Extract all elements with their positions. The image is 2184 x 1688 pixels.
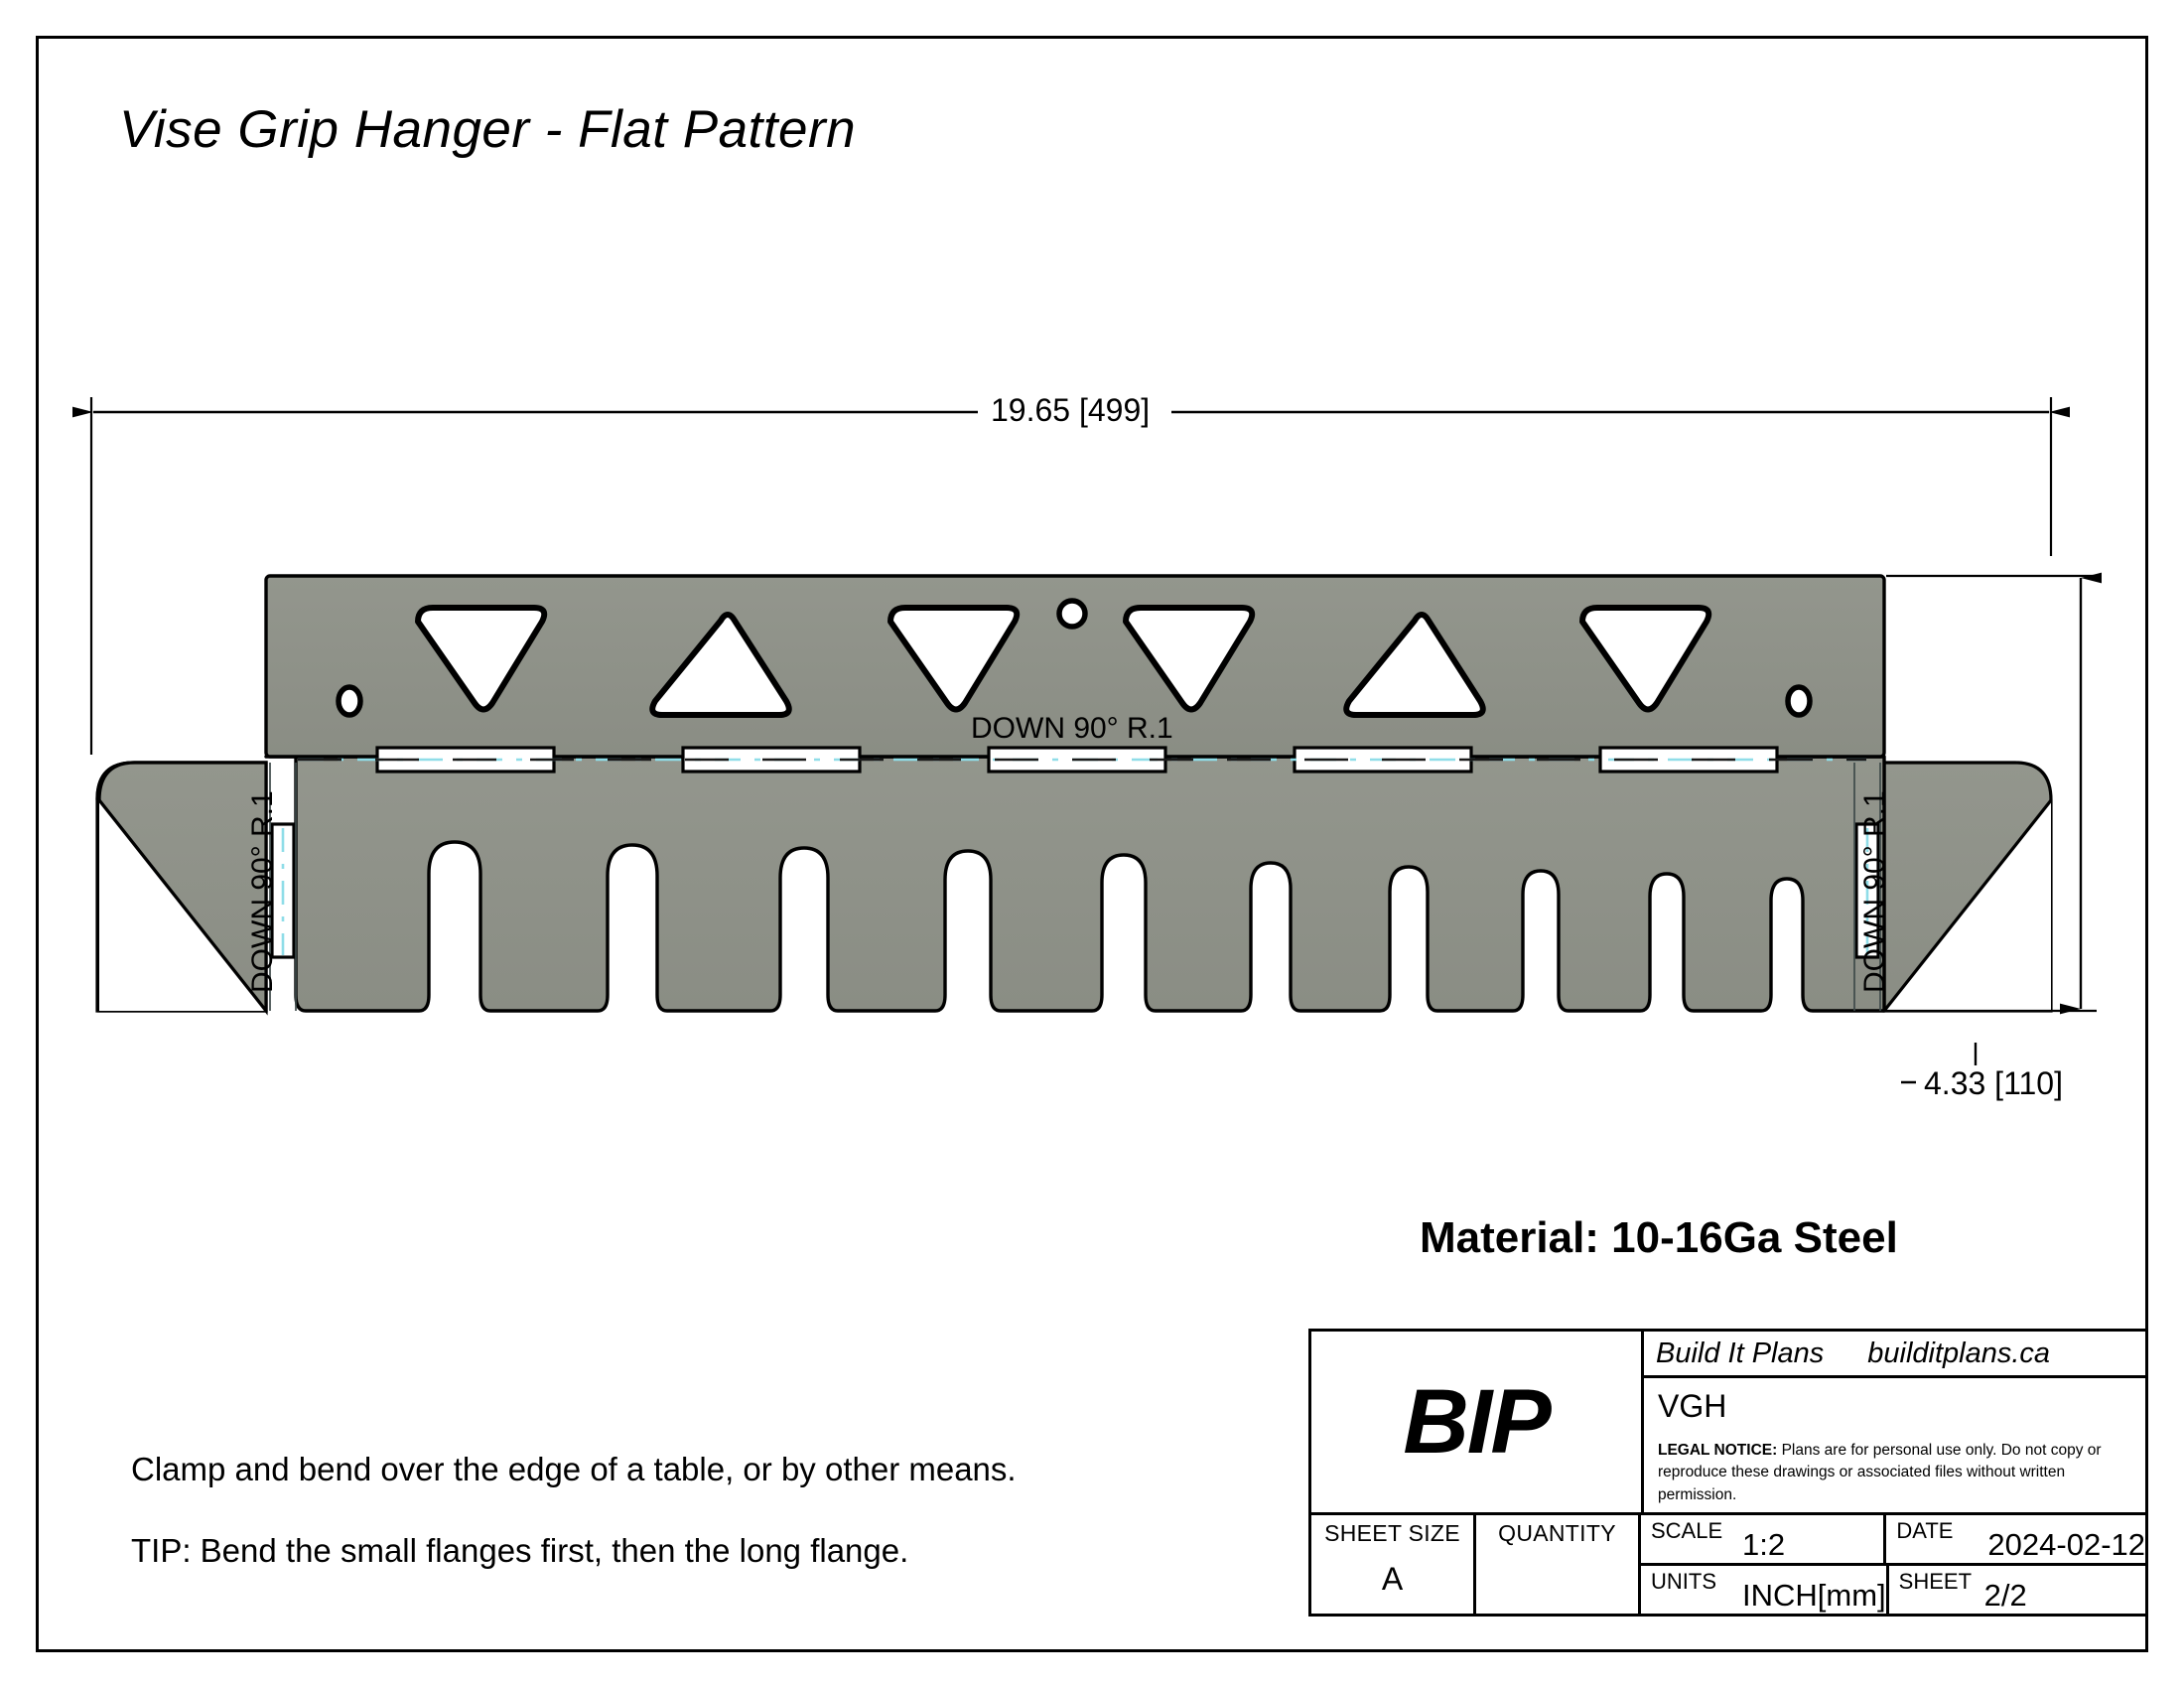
scale-label: SCALE (1651, 1518, 1723, 1543)
sheet-size-value: A (1381, 1561, 1404, 1597)
date-cell: DATE 2024-02-12 (1886, 1515, 2145, 1563)
part-number-cell: VGH LEGAL NOTICE: Plans are for personal… (1644, 1378, 2145, 1512)
scale-cell: SCALE 1:2 (1641, 1515, 1887, 1563)
dimension-annotations (72, 397, 2102, 1084)
hole-left (336, 684, 363, 718)
mounting-holes (336, 598, 1813, 718)
units-label: UNITS (1651, 1569, 1716, 1594)
legal-notice: LEGAL NOTICE: Plans are for personal use… (1658, 1440, 2135, 1506)
scale-value: 1:2 (1742, 1527, 1786, 1562)
page-title: Vise Grip Hanger - Flat Pattern (119, 100, 857, 159)
logo-cell: BIP (1311, 1332, 1644, 1512)
units-cell: UNITS INCH[mm] (1641, 1566, 1889, 1614)
sheet-number-label: SHEET (1898, 1569, 1973, 1594)
sheet-size-cell: SHEET SIZE A (1311, 1515, 1476, 1614)
company-website[interactable]: builditplans.ca (1867, 1336, 2051, 1369)
part-number: VGH (1658, 1388, 1727, 1424)
bend-note-right: DOWN 90° R.1 (1858, 790, 1891, 993)
units-value: INCH[mm] (1742, 1578, 1886, 1613)
company-name: Build It Plans (1656, 1336, 1825, 1369)
legal-notice-label: LEGAL NOTICE: (1658, 1441, 1778, 1459)
date-value: 2024-02-12 (1987, 1527, 2145, 1562)
legal-notice-text: Plans are for personal use only. Do not … (1658, 1441, 2102, 1503)
sheet-number-cell: SHEET 2/2 (1889, 1566, 2145, 1614)
title-block: BIP Build It Plans builditplans.ca VGH L… (1308, 1329, 2148, 1617)
wing-fold-lines (269, 763, 1881, 1011)
quantity-label: QUANTITY (1498, 1520, 1616, 1546)
instruction-note-1: Clamp and bend over the edge of a table,… (131, 1451, 1017, 1487)
bend-note-top: DOWN 90° R.1 (971, 712, 1173, 745)
sheet-number-value: 2/2 (1983, 1578, 2027, 1613)
sheet-border (36, 36, 2148, 1652)
triangle-cutouts (415, 605, 1712, 718)
hole-right (1785, 684, 1813, 718)
company-logo: BIP (1403, 1371, 1551, 1473)
dimension-height-label: 4.33 [110] (1916, 1065, 2071, 1102)
part-geometry (95, 574, 2053, 1016)
part-body (264, 755, 1886, 1013)
hole-center-top (1056, 598, 1088, 630)
date-label: DATE (1896, 1518, 1954, 1543)
material-note: Material: 10-16Ga Steel (1420, 1213, 1898, 1262)
dimension-width-label: 19.65 [499] (983, 392, 1159, 429)
bend-note-left: DOWN 90° R.1 (246, 790, 279, 993)
sheet-size-label: SHEET SIZE (1324, 1520, 1460, 1546)
instruction-note-2: TIP: Bend the small flanges first, then … (131, 1532, 909, 1569)
quantity-cell: QUANTITY (1476, 1515, 1641, 1614)
brand-row: Build It Plans builditplans.ca (1644, 1332, 2145, 1378)
